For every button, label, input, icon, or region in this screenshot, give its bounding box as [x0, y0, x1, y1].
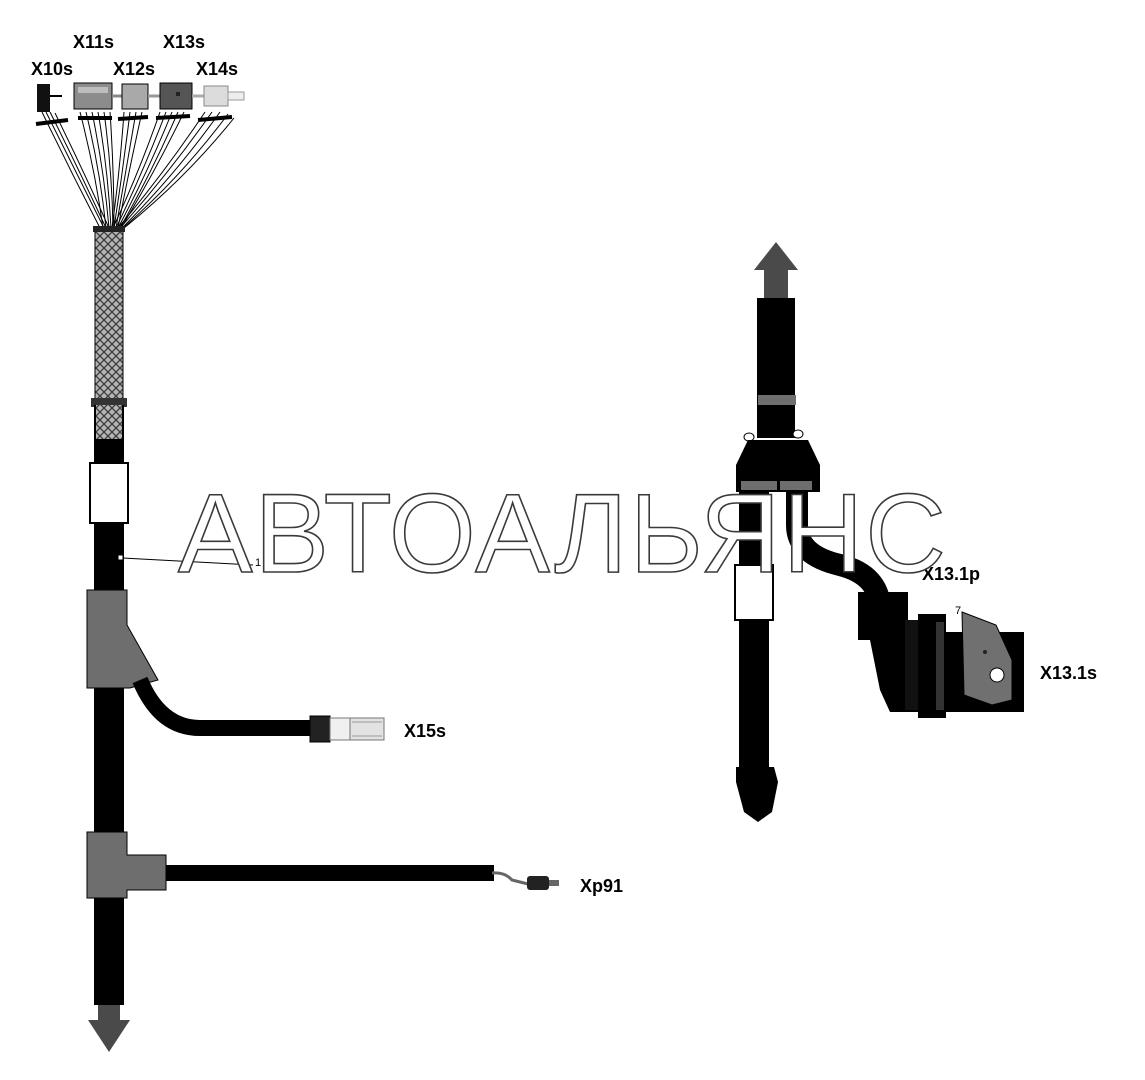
label-pin-7: 7	[955, 605, 961, 617]
connector-x10s	[37, 84, 62, 112]
branch-cable-xp91	[166, 865, 494, 881]
right-branch-cable	[786, 492, 891, 611]
y-splice-block	[86, 589, 159, 689]
right-trunk-band	[758, 395, 796, 405]
socket-x13-1s	[946, 611, 1024, 712]
terminal-xp91	[491, 871, 559, 890]
right-harness: X13.1p 7 X13.1s	[734, 242, 1097, 822]
label-xp91: Xp91	[580, 876, 623, 896]
label-x12s: X12s	[113, 59, 155, 79]
right-up-arrow	[754, 242, 798, 298]
label-x10s: X10s	[31, 59, 73, 79]
label-x15s: X15s	[404, 721, 446, 741]
label-x13s: X13s	[163, 32, 205, 52]
right-lower-trunk	[739, 492, 769, 767]
label-x13-1s: X13.1s	[1040, 663, 1097, 683]
cable-ties	[35, 114, 233, 126]
branch-cable-x15s	[132, 676, 315, 736]
right-trunk-clip-left	[743, 432, 755, 442]
right-splitter-band-left	[741, 481, 777, 490]
callout-1: 1	[117, 554, 261, 569]
connector-x12s	[121, 83, 160, 110]
braided-sleeve	[91, 226, 127, 407]
connector-x13s	[159, 82, 204, 110]
right-white-sleeve	[734, 564, 774, 621]
right-splitter-block	[736, 440, 820, 492]
connector-x11s	[73, 82, 122, 110]
fanout-wires	[41, 111, 235, 229]
label-x13-1p: X13.1p	[922, 564, 980, 584]
label-x14s: X14s	[196, 59, 238, 79]
right-upper-trunk	[757, 298, 795, 438]
trunk-braid-end	[96, 405, 122, 439]
label-x11s: X11s	[73, 32, 114, 52]
right-splitter-band-right	[780, 481, 812, 490]
left-harness: X10s X11s X12s X13s X14s 1	[31, 32, 623, 1052]
right-lower-end-cap	[736, 767, 778, 822]
trunk-white-sleeve	[89, 462, 129, 524]
watermark: АВТОАЛЬЯНС	[178, 471, 948, 596]
plug-x13-1p	[858, 592, 946, 718]
t-splice-block	[86, 831, 167, 899]
connector-x15s	[309, 715, 385, 743]
callout-1-label: 1	[255, 557, 261, 569]
right-trunk-clip-right	[792, 429, 804, 439]
trunk-down-arrow	[88, 1005, 130, 1052]
connector-x14s	[203, 85, 245, 107]
